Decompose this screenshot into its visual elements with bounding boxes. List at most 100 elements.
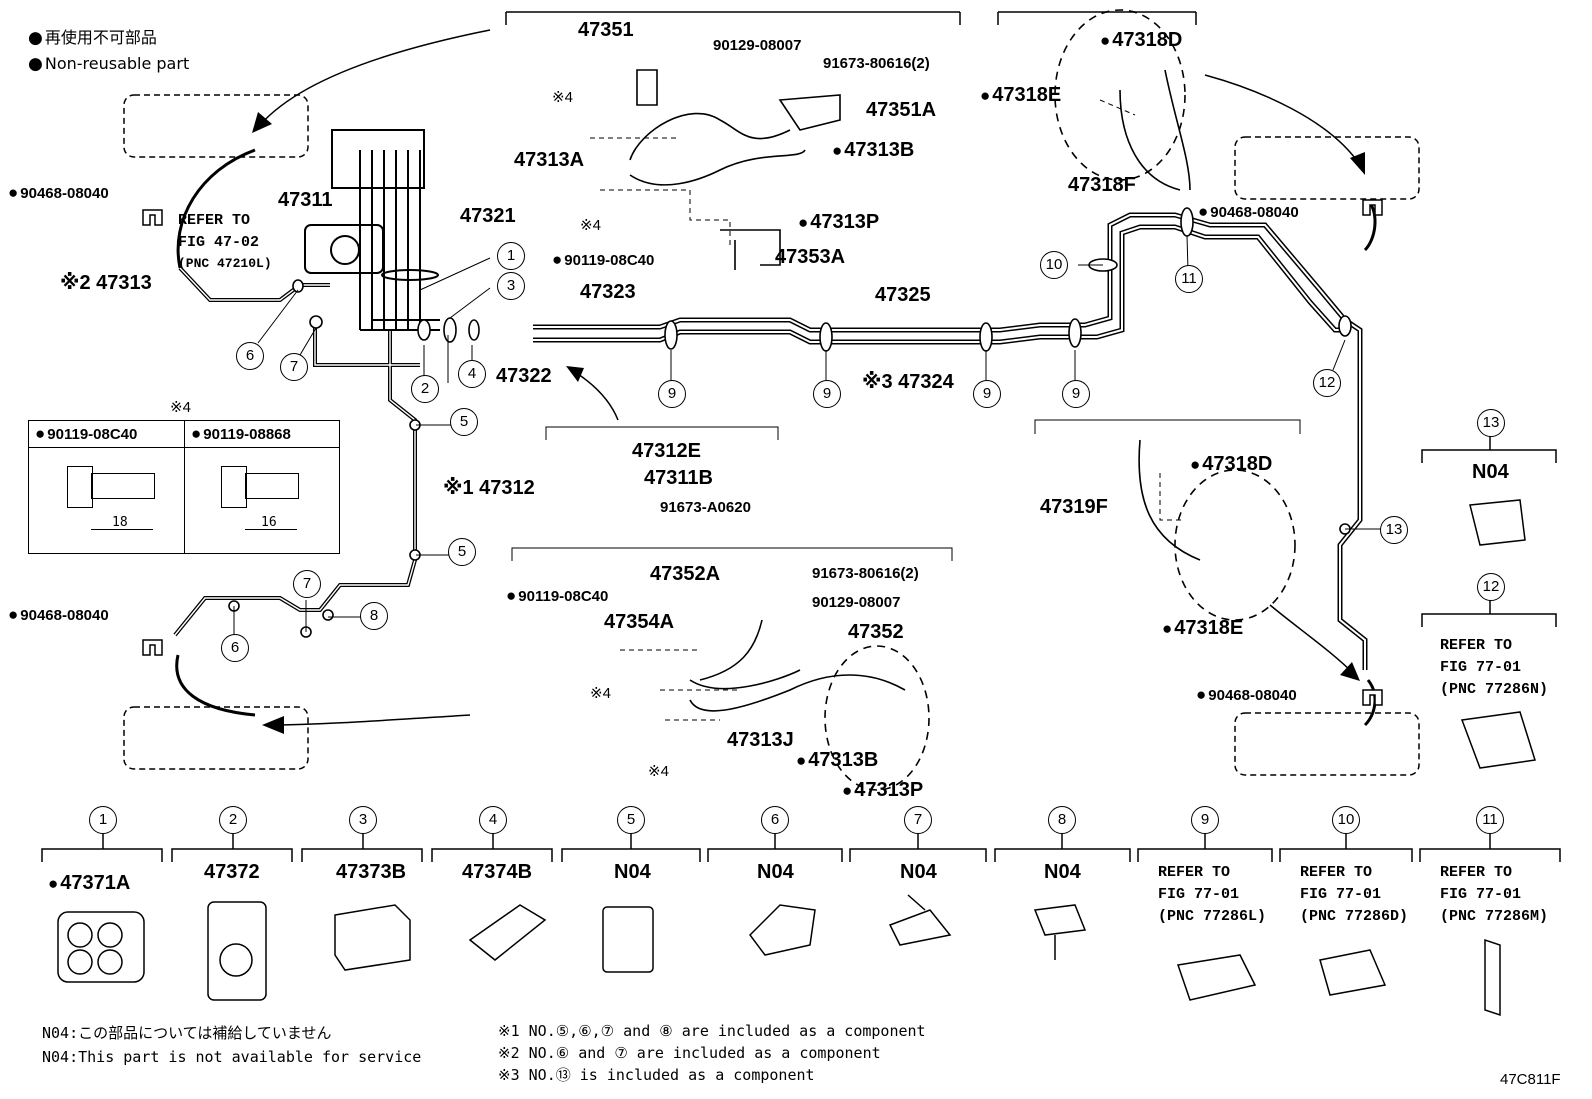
part-90119-08C40-bot: 90119-08C40 bbox=[506, 587, 608, 604]
refer-77286D-line1: REFER TO bbox=[1300, 864, 1373, 881]
callout-6-lower: 6 bbox=[221, 634, 249, 662]
callout-13-top: 13 bbox=[1477, 409, 1505, 437]
note-x3: ※3 NO.⑬ is included as a component bbox=[498, 1066, 815, 1084]
bottom-callout-2: 2 bbox=[219, 806, 247, 834]
part-47311: 47311 bbox=[278, 189, 333, 211]
callout-13: 13 bbox=[1380, 516, 1408, 544]
bottom-label-8: N04 bbox=[1044, 861, 1081, 883]
bolt-left-length: 18 bbox=[112, 515, 128, 530]
part-47321: 47321 bbox=[460, 205, 516, 227]
callout-6: 6 bbox=[236, 342, 264, 370]
refer-77286M-line3: (PNC 77286M) bbox=[1440, 908, 1549, 925]
bolt-left-dim bbox=[91, 529, 153, 530]
callout-9-a: 9 bbox=[658, 380, 686, 408]
callout-12: 12 bbox=[1313, 369, 1341, 397]
part-47312: ※1 47312 bbox=[443, 477, 535, 499]
bolt-table: 90119-08C40 90119-08868 18 16 bbox=[28, 420, 340, 554]
note-x2: ※2 NO.⑥ and ⑦ are included as a componen… bbox=[498, 1044, 881, 1062]
part-47323: 47323 bbox=[580, 281, 636, 303]
part-47324: ※3 47324 bbox=[862, 371, 954, 393]
callout-2: 2 bbox=[411, 375, 439, 403]
callout-12-right: 12 bbox=[1477, 573, 1505, 601]
bottom-callout-4: 4 bbox=[479, 806, 507, 834]
callout-9-b: 9 bbox=[813, 380, 841, 408]
refer-77286M-line1: REFER TO bbox=[1440, 864, 1513, 881]
mark4-a: ※4 bbox=[552, 89, 573, 106]
refer-77286N-line2: FIG 77-01 bbox=[1440, 659, 1522, 676]
refer-77286M-line2: FIG 77-01 bbox=[1440, 886, 1522, 903]
bottom-label-2: 47372 bbox=[204, 861, 260, 883]
legend-en: Non-reusable part bbox=[28, 56, 189, 73]
refer-fig47-line2: FIG 47-02 bbox=[178, 234, 260, 251]
legend-ja: 再使用不可部品 bbox=[28, 30, 157, 47]
note-x1: ※1 NO.⑤,⑥,⑦ and ⑧ are included as a comp… bbox=[498, 1022, 926, 1040]
bottom-callout-7: 7 bbox=[904, 806, 932, 834]
callout-7-lower: 7 bbox=[293, 570, 321, 598]
figure-code: 47C811F bbox=[1500, 1071, 1561, 1088]
mark4-c: ※4 bbox=[590, 685, 611, 702]
part-47318F: 47318F bbox=[1068, 174, 1136, 196]
part-91673-80616-bot: 91673-80616(2) bbox=[812, 565, 919, 582]
note-n04-en: N04:This part is not available for servi… bbox=[42, 1048, 422, 1066]
part-90129-08007-bot: 90129-08007 bbox=[812, 594, 901, 611]
part-47311B: 47311B bbox=[644, 467, 713, 489]
part-47325: 47325 bbox=[875, 284, 931, 306]
part-47313P-bot: 47313P bbox=[842, 780, 923, 800]
refer-77286D-line3: (PNC 77286D) bbox=[1300, 908, 1409, 925]
bottom-label-6: N04 bbox=[757, 861, 794, 883]
refer-77286D-line2: FIG 77-01 bbox=[1300, 886, 1382, 903]
callout-9-d: 9 bbox=[1062, 380, 1090, 408]
part-47313B-bot: 47313B bbox=[796, 750, 878, 770]
part-47319F: 47319F bbox=[1040, 496, 1108, 518]
bottom-label-3: 47373B bbox=[336, 861, 407, 883]
part-90468-08040-tr: 90468-08040 bbox=[1198, 203, 1298, 220]
part-47352: 47352 bbox=[848, 621, 904, 643]
callout-5-lower: 5 bbox=[448, 538, 476, 566]
note-n04-ja: N04:この部品については補給していません bbox=[42, 1024, 332, 1042]
bolt-right-length: 16 bbox=[261, 515, 277, 530]
part-47352A: 47352A bbox=[650, 563, 721, 585]
bottom-callout-5: 5 bbox=[617, 806, 645, 834]
bolt-right-pn: 90119-08868 bbox=[191, 425, 291, 442]
part-91673-A0620: 91673-A0620 bbox=[660, 499, 751, 516]
bottom-label-1: 47371A bbox=[48, 873, 130, 893]
part-47313J: 47313J bbox=[727, 729, 794, 751]
refer-77286L-line2: FIG 77-01 bbox=[1158, 886, 1240, 903]
bottom-callout-6: 6 bbox=[761, 806, 789, 834]
part-90129-08007-top: 90129-08007 bbox=[713, 37, 802, 54]
bottom-callout-1: 1 bbox=[89, 806, 117, 834]
mark4-b: ※4 bbox=[580, 217, 601, 234]
mark4-d: ※4 bbox=[648, 763, 669, 780]
callout-5-upper: 5 bbox=[450, 408, 478, 436]
bottom-callout-8: 8 bbox=[1048, 806, 1076, 834]
bottom-label-4: 47374B bbox=[462, 861, 533, 883]
refer-77286L-line3: (PNC 77286L) bbox=[1158, 908, 1267, 925]
part-90468-08040-br: 90468-08040 bbox=[1196, 686, 1296, 703]
bottom-label-5: N04 bbox=[614, 861, 651, 883]
bolt-right-shaft bbox=[245, 473, 299, 499]
bolt-left-pn: 90119-08C40 bbox=[35, 425, 137, 442]
refer-fig47-line3: (PNC 47210L) bbox=[178, 256, 272, 271]
part-90468-08040-bl: 90468-08040 bbox=[8, 606, 108, 623]
callout-4: 4 bbox=[458, 360, 486, 388]
bolt-right-icon bbox=[221, 466, 247, 508]
callout-8: 8 bbox=[360, 602, 388, 630]
part-47313: ※2 47313 bbox=[60, 272, 152, 294]
bottom-callout-10: 10 bbox=[1332, 806, 1360, 834]
part-47354A: 47354A bbox=[604, 611, 675, 633]
callout-11: 11 bbox=[1175, 265, 1203, 293]
part-47322: 47322 bbox=[496, 365, 552, 387]
refer-77286N-line1: REFER TO bbox=[1440, 637, 1513, 654]
bolt-left-shaft bbox=[91, 473, 155, 499]
part-90468-08040-tl: 90468-08040 bbox=[8, 184, 108, 201]
callout-9-c: 9 bbox=[973, 380, 1001, 408]
bottom-callout-3: 3 bbox=[349, 806, 377, 834]
part-47318D-top: 47318D bbox=[1100, 30, 1182, 50]
part-47313A: 47313A bbox=[514, 149, 585, 171]
part-47318E-top: 47318E bbox=[980, 85, 1061, 105]
callout-13-label: N04 bbox=[1472, 461, 1509, 483]
part-47313B-top: 47313B bbox=[832, 140, 914, 160]
refer-fig47-line1: REFER TO bbox=[178, 212, 251, 229]
bottom-label-7: N04 bbox=[900, 861, 937, 883]
